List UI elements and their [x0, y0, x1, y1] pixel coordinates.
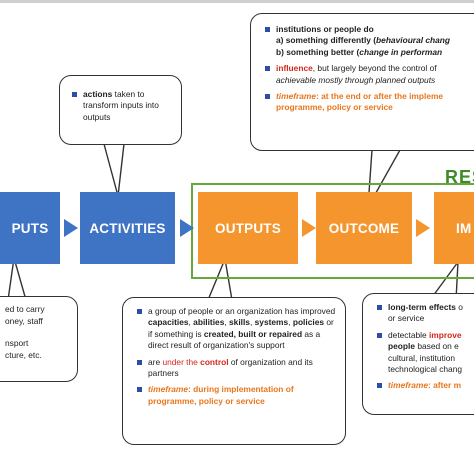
- step-outcome: OUTCOME: [316, 192, 412, 264]
- activities-callout: actions taken to transform inputs into o…: [59, 75, 182, 145]
- outputs-bullet-1: a group of people or an organization has…: [137, 306, 337, 352]
- outcome-bullet-3: timeframe: at the end or after the imple…: [265, 91, 474, 114]
- impact-callout: long-term effects o or service detectabl…: [362, 293, 474, 415]
- activities-definition: actions taken to transform inputs into o…: [72, 89, 173, 123]
- impact-bullet-3: timeframe: after m: [377, 380, 474, 391]
- impact-bullet-2: detectable improve people based on e cul…: [377, 330, 474, 376]
- outcome-bullet-2: influence, but largely beyond the contro…: [265, 63, 474, 86]
- inputs-callout: ed to carry oney, staff nsport cture, et…: [0, 296, 78, 382]
- arrow-inputs-to-activities: [64, 219, 78, 237]
- step-outputs: OUTPUTS: [198, 192, 298, 264]
- step-activities: ACTIVITIES: [80, 192, 175, 264]
- arrow-outcome-to-impact: [416, 219, 430, 237]
- arrow-outputs-to-outcome: [302, 219, 316, 237]
- results-label: RES: [445, 167, 474, 187]
- outputs-bullet-2: are under the control of organization an…: [137, 357, 337, 380]
- activities-callout-tail: [103, 143, 125, 197]
- arrow-activities-to-outputs: [180, 219, 194, 237]
- outputs-bullet-3: timeframe: during implementation of prog…: [137, 384, 337, 407]
- step-impact: IM: [434, 192, 474, 264]
- outcome-callout: institutions or people do a) something d…: [250, 13, 474, 151]
- top-edge-line: [0, 0, 474, 3]
- step-inputs: PUTS: [0, 192, 60, 264]
- impact-bullet-1: long-term effects o or service: [377, 302, 474, 325]
- inputs-callout-text: ed to carry oney, staff nsport cture, et…: [5, 304, 45, 361]
- outputs-callout: a group of people or an organization has…: [122, 297, 346, 445]
- outcome-bullet-1: institutions or people do a) something d…: [265, 24, 474, 58]
- inputs-callout-tail: [7, 257, 27, 301]
